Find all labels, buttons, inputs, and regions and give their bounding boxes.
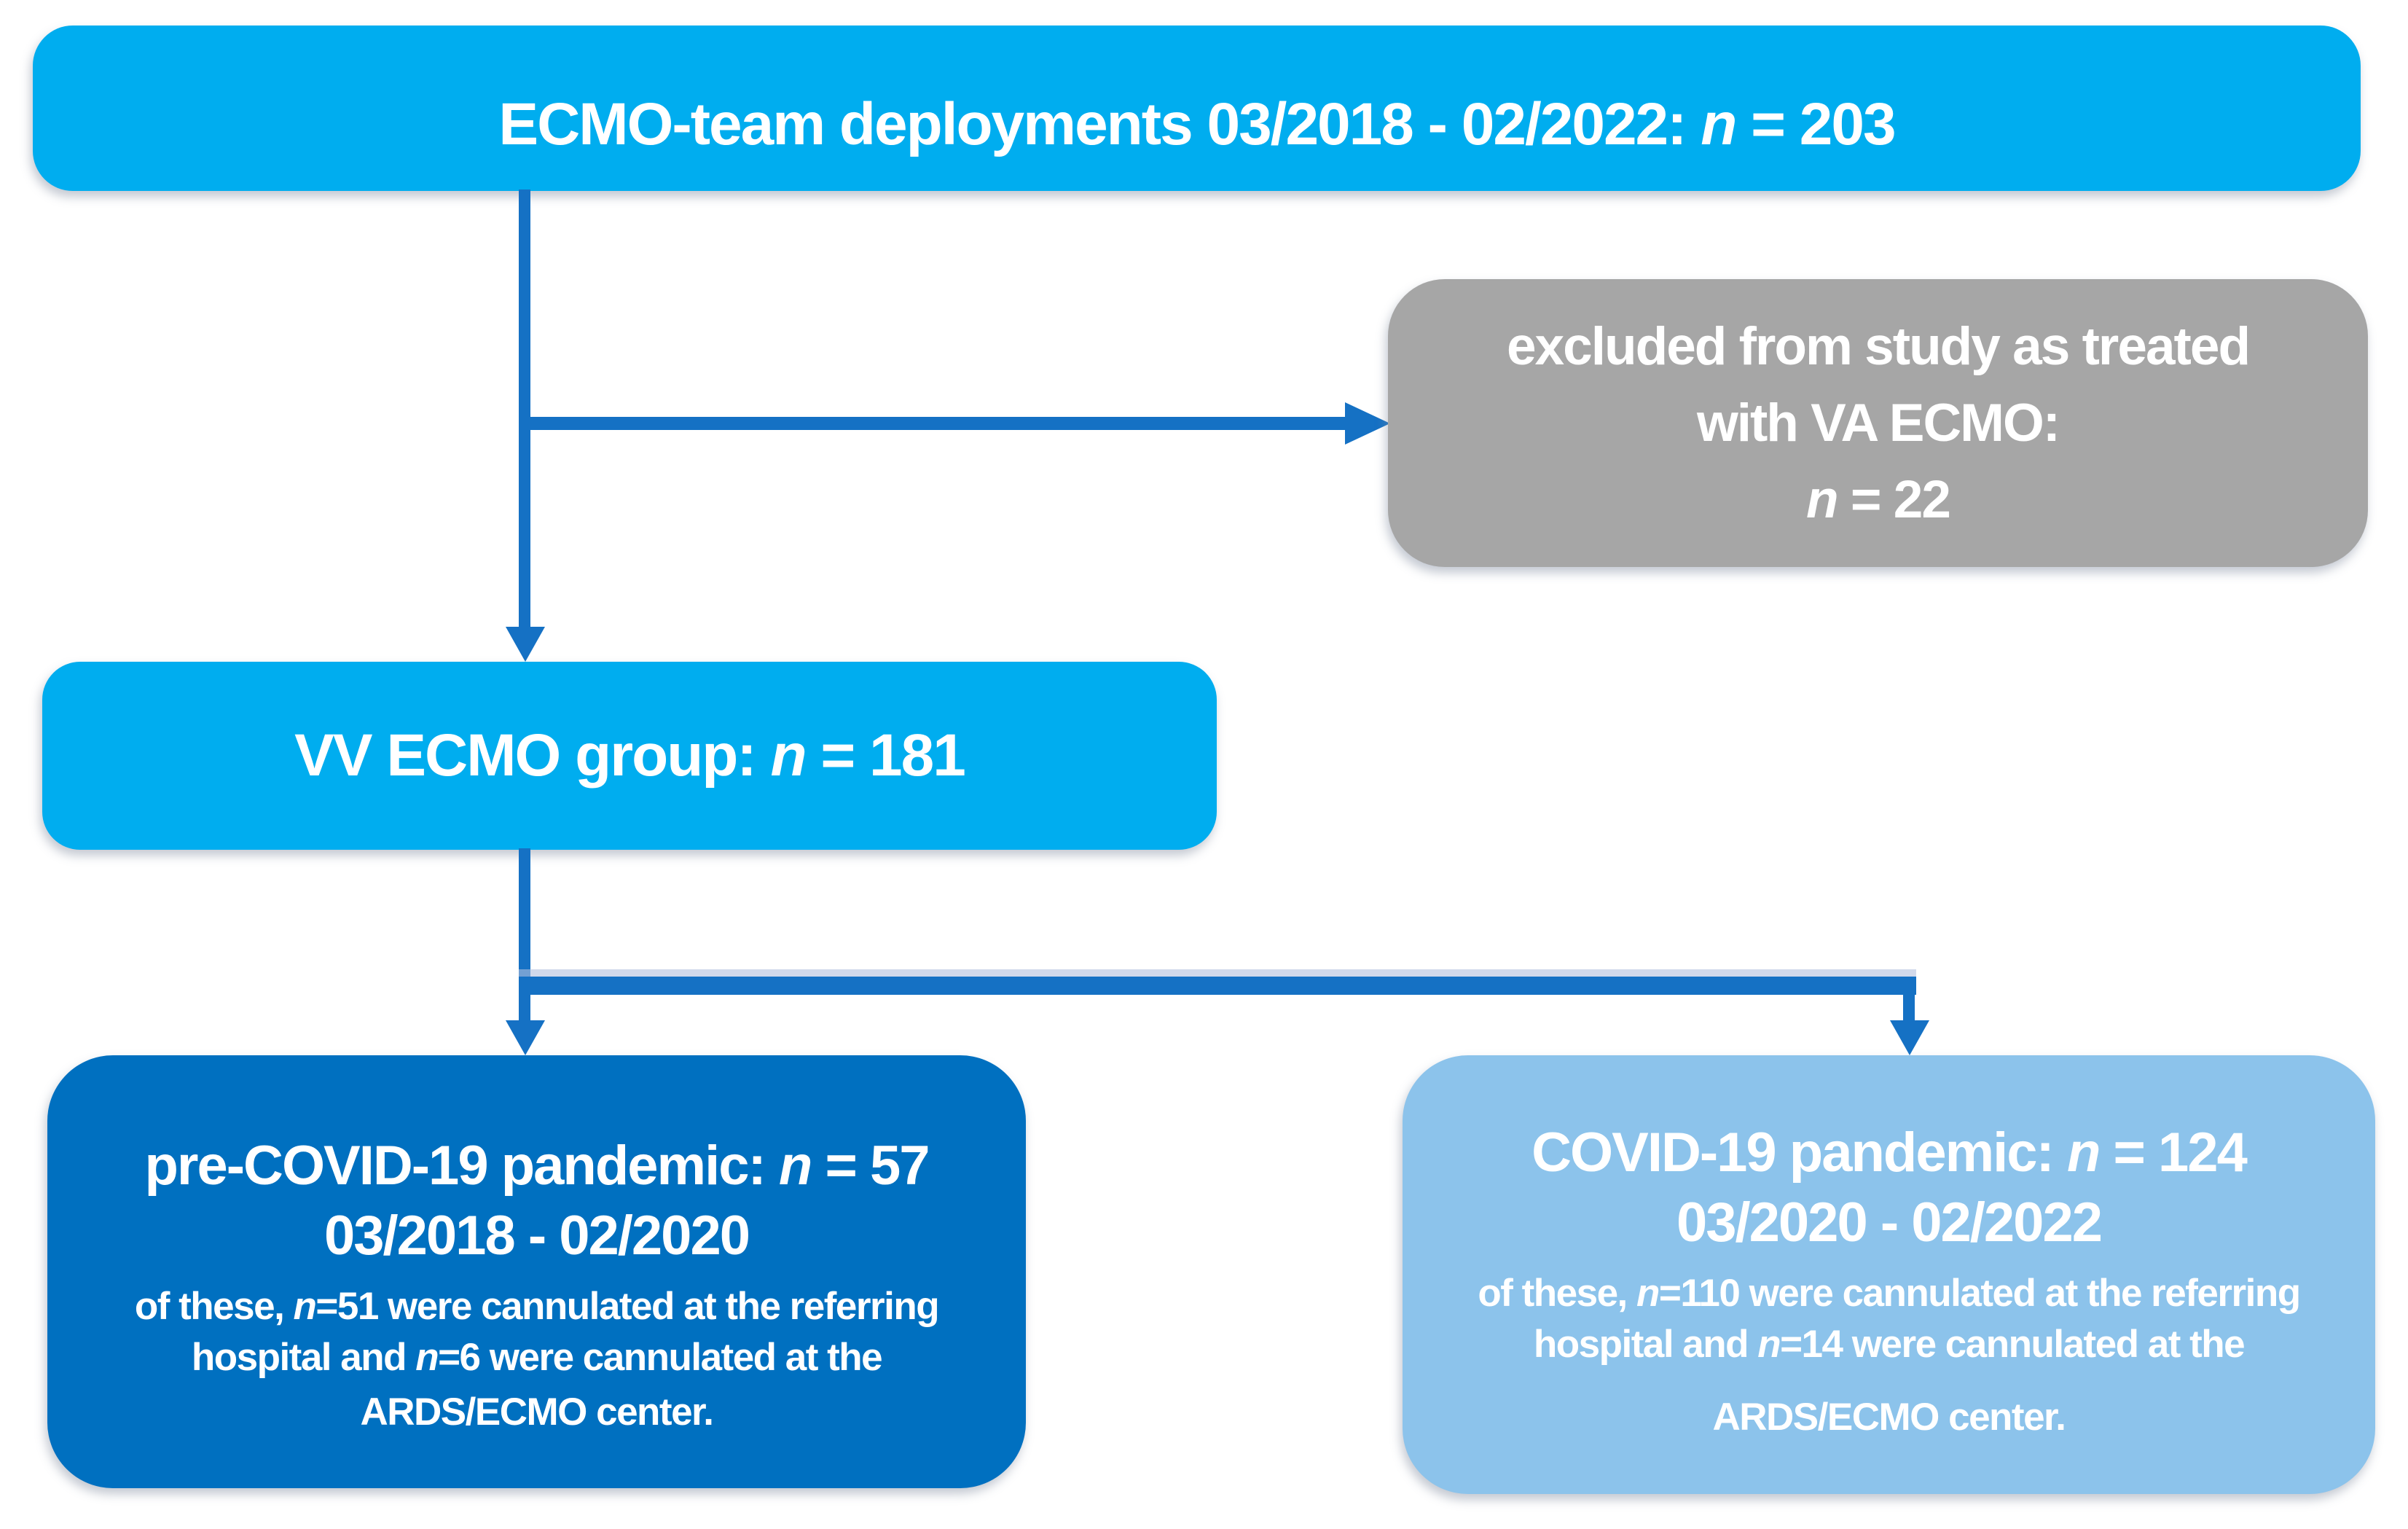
connector-top-to-vv xyxy=(519,189,530,628)
italic-n-symbol: n xyxy=(1757,1323,1781,1366)
connector-branch-to-excluded xyxy=(525,417,1346,430)
text-segment: = 124 xyxy=(2099,1122,2248,1184)
italic-n-symbol: n xyxy=(778,1135,812,1197)
node-detail-line: of these, n=110 were cannulated at the r… xyxy=(1478,1268,2301,1319)
node-detail-line: of these, n=51 were cannulated at the re… xyxy=(134,1281,940,1332)
flow-node-excluded-va-ecmo: excluded from study as treated with VA E… xyxy=(1388,279,2368,567)
italic-n-symbol: n xyxy=(1636,1272,1660,1315)
text-segment: = 181 xyxy=(805,722,965,789)
arrowhead-right-into-excluded xyxy=(1345,402,1390,445)
text-segment: =110 were cannulated at the referring xyxy=(1658,1272,2301,1315)
node-detail-line: ARDS/ECMO center. xyxy=(1712,1392,2066,1443)
node-heading-line: pre-COVID-19 pandemic: n = 57 xyxy=(144,1131,930,1201)
arrowhead-down-into-covid xyxy=(1890,1020,1929,1055)
text-segment: ECMO-team deployments 03/2018 - 02/2022: xyxy=(498,90,1701,157)
text-segment: of these, xyxy=(134,1285,294,1328)
text-segment: = 203 xyxy=(1736,90,1896,157)
italic-n-symbol: n xyxy=(2066,1122,2101,1184)
connector-vv-to-pre-covid xyxy=(519,848,530,1022)
node-text-line: VV ECMO group: n = 181 xyxy=(294,722,966,790)
text-segment: with VA ECMO: xyxy=(1696,394,2060,453)
flow-node-ecmo-deployments: ECMO-team deployments 03/2018 - 02/2022:… xyxy=(33,26,2361,191)
italic-n-symbol: n xyxy=(293,1285,317,1328)
node-detail-line: hospital and n=6 were cannulated at the xyxy=(191,1332,883,1383)
connector-branch-to-covid xyxy=(519,977,1916,995)
text-segment: =6 were cannulated at the xyxy=(438,1336,883,1379)
node-detail-line: ARDS/ECMO center. xyxy=(360,1387,714,1438)
italic-n-symbol: n xyxy=(415,1336,439,1379)
flow-node-covid-pandemic: COVID-19 pandemic: n = 124 03/2020 - 02/… xyxy=(1403,1055,2375,1494)
text-segment: = 57 xyxy=(811,1135,930,1197)
text-segment: excluded from study as treated xyxy=(1506,317,2251,376)
text-segment: of these, xyxy=(1478,1272,1637,1315)
text-segment: 03/2020 - 02/2022 xyxy=(1676,1192,2103,1254)
text-segment: =51 were cannulated at the referring xyxy=(315,1285,939,1328)
flow-node-vv-ecmo-group: VV ECMO group: n = 181 xyxy=(42,662,1217,850)
node-detail-line: hospital and n=14 were cannulated at the xyxy=(1533,1319,2246,1370)
text-segment: hospital and xyxy=(1533,1323,1758,1366)
node-heading-line: COVID-19 pandemic: n = 124 xyxy=(1532,1118,2248,1188)
flow-node-pre-covid-pandemic: pre-COVID-19 pandemic: n = 57 03/2018 - … xyxy=(47,1055,1026,1488)
text-segment: = 22 xyxy=(1837,470,1951,529)
text-segment: ARDS/ECMO center. xyxy=(360,1391,714,1434)
node-heading-line: 03/2020 - 02/2022 xyxy=(1676,1188,2103,1258)
arrowhead-down-into-pre-covid xyxy=(506,1020,545,1055)
node-text-line: n = 22 xyxy=(1806,461,1951,538)
connector-drop-to-covid xyxy=(1903,985,1915,1023)
text-segment: VV ECMO group: xyxy=(294,722,771,789)
italic-n-symbol: n xyxy=(770,722,807,789)
node-text-line: excluded from study as treated xyxy=(1506,308,2251,385)
node-text-line: with VA ECMO: xyxy=(1696,385,2060,461)
text-segment: pre-COVID-19 pandemic: xyxy=(144,1135,779,1197)
node-heading-line: 03/2018 - 02/2020 xyxy=(324,1201,750,1271)
text-segment: =14 were cannulated at the xyxy=(1780,1323,2246,1366)
italic-n-symbol: n xyxy=(1701,90,1737,157)
text-segment: hospital and xyxy=(191,1336,416,1379)
text-segment: COVID-19 pandemic: xyxy=(1532,1122,2067,1184)
node-text-line: ECMO-team deployments 03/2018 - 02/2022:… xyxy=(498,90,1896,159)
text-segment: 03/2018 - 02/2020 xyxy=(324,1205,750,1267)
italic-n-symbol: n xyxy=(1806,470,1839,529)
arrowhead-down-into-vv xyxy=(506,627,545,662)
text-segment: ARDS/ECMO center. xyxy=(1712,1396,2066,1439)
